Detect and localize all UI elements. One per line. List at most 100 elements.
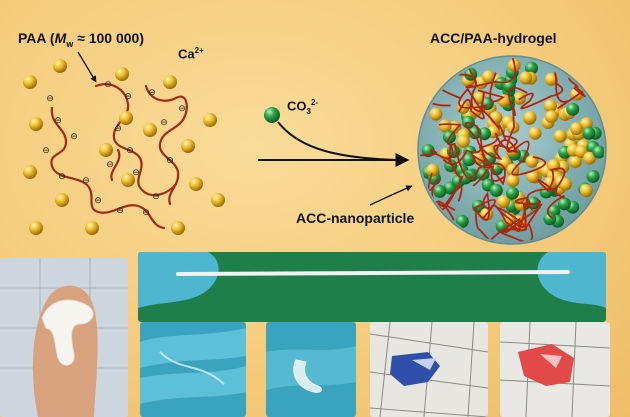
calcium-ion [143, 123, 157, 137]
polymer-strand [438, 123, 506, 187]
hydrogel-particle [547, 159, 561, 173]
hydrogel-particle [506, 174, 520, 188]
calcium-ions [23, 59, 225, 235]
calcium-ion [211, 193, 225, 207]
calcium-ion [23, 75, 37, 89]
calcium-ion [119, 111, 133, 125]
polymer-strand [475, 196, 543, 242]
hydrogel-particle [421, 144, 435, 158]
hydrogel-particle [569, 122, 583, 136]
negative-charge: ⊖ [106, 160, 114, 170]
hydrogel-particle [519, 71, 533, 85]
negative-charge: ⊖ [142, 208, 150, 218]
hydrogel-particle [426, 163, 440, 177]
negative-charge: ⊖ [54, 116, 62, 126]
hydrogel-particle [526, 170, 540, 183]
hydrogel-label: ACC/PAA-hydrogel [430, 30, 557, 46]
carbonate-feed-arrow [277, 121, 397, 161]
hydrogel-particle [438, 119, 452, 133]
negative-charge: ⊖ [178, 104, 186, 114]
hydrogel-particle [543, 99, 557, 113]
calcium-ion [171, 221, 185, 235]
calcium-ion [85, 221, 99, 235]
photo-gel-on-gloved-fingers [140, 322, 246, 417]
calcium-ion [23, 165, 37, 179]
hydrogel-particle [525, 61, 538, 75]
photo-red-dyed-gel [500, 322, 610, 417]
carbonate-label: CO32- [287, 98, 319, 116]
paa-pointer-arrow [77, 51, 97, 83]
calcium-ion [53, 59, 67, 73]
hydrogel-particle [478, 127, 491, 141]
negative-charge: ⊖ [58, 172, 66, 182]
calcium-ion [163, 75, 177, 89]
hydrogel-particle [489, 183, 503, 197]
hydrogel-particle [566, 102, 580, 116]
calcium-ion [99, 143, 113, 157]
polymer-strand [526, 167, 566, 219]
hydrogel-particle [568, 155, 582, 169]
hydrogel-particle [543, 212, 557, 226]
polymer-strand [506, 86, 547, 176]
paa-polymer-chain [50, 83, 188, 230]
hydrogel-particle [429, 107, 443, 121]
negative-charge: ⊖ [160, 118, 168, 128]
hydrogel-particle [544, 72, 558, 86]
nanoparticle-pointer-arrow [369, 185, 413, 206]
hydrogel-particle [559, 177, 572, 191]
hydrogel-particle [544, 110, 558, 124]
photo-transparent-gel-piece [266, 322, 356, 417]
photo-blue-dyed-gel [370, 322, 488, 417]
calcium-ion [55, 193, 69, 207]
negative-charge: ⊖ [46, 94, 54, 104]
negative-charge: ⊖ [166, 156, 174, 166]
negative-charge: ⊖ [42, 146, 50, 156]
negative-charge: ⊖ [94, 196, 102, 206]
carbonate-ion [264, 107, 280, 123]
negative-charge: ⊖ [132, 168, 140, 178]
negative-charge: ⊖ [82, 176, 90, 186]
negative-charge: ⊖ [126, 146, 134, 156]
hydrogel-particle [433, 184, 447, 198]
hydrogel-sphere [417, 55, 607, 245]
polymer-strand [518, 72, 593, 110]
negative-charges: ⊖⊖⊖⊖⊖⊖⊖⊖⊖⊖⊖⊖⊖⊖⊖⊖⊖⊖⊖⊖ [42, 80, 186, 218]
polymer-strand [496, 199, 542, 242]
hydrogel-particle [482, 70, 496, 84]
calcium-label: Ca2+ [178, 46, 204, 62]
hydrogel-particle [523, 111, 537, 124]
polymer-strand [420, 143, 465, 211]
calcium-ion [181, 139, 195, 153]
negative-charge: ⊖ [104, 80, 112, 90]
hydrogel-particle [497, 195, 510, 209]
calcium-ion [189, 177, 203, 191]
hydrogel-particle [506, 186, 519, 200]
polymer-strand [458, 72, 506, 120]
negative-charge: ⊖ [124, 92, 132, 102]
hydrogel-particle [582, 126, 596, 140]
photo-bent-gel-on-finger [0, 258, 128, 417]
calcium-ion [115, 67, 129, 81]
hydrogel-particle [528, 126, 542, 140]
calcium-ion [29, 117, 43, 131]
negative-charge: ⊖ [152, 192, 160, 202]
negative-charge: ⊖ [148, 88, 156, 98]
hydrogel-particle [586, 169, 600, 183]
hydrogel-particle [489, 111, 503, 125]
hydrogel-particle [506, 120, 520, 134]
hydrogel-particle [579, 184, 593, 198]
polymer-strand [473, 191, 541, 234]
hydrogel-particle [583, 151, 597, 165]
calcium-ion [29, 221, 43, 235]
nanoparticle-label: ACC-nanoparticle [296, 210, 415, 226]
negative-charge: ⊖ [114, 124, 122, 134]
hydrogel-particle [553, 129, 567, 143]
calcium-ion [203, 113, 217, 127]
photo-stretched-gel-strip [138, 252, 606, 322]
hydrogel-particle [456, 134, 470, 148]
polymer-strand [471, 132, 519, 182]
calcium-ion [121, 173, 135, 187]
negative-charge: ⊖ [116, 206, 124, 216]
